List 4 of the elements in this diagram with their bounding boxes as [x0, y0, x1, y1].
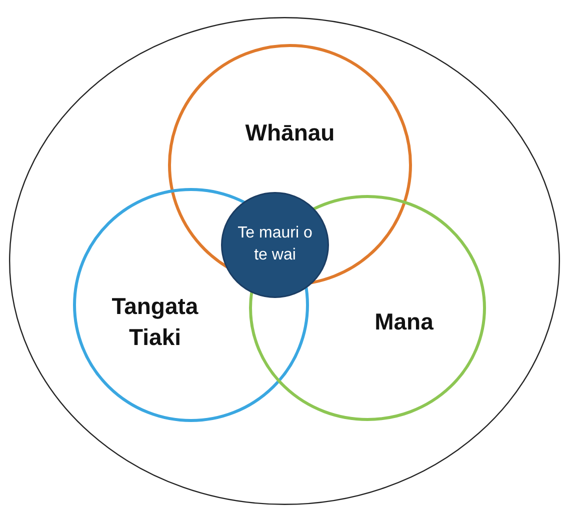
center-label: Te mauri o te wai: [237, 224, 313, 266]
circle-label: Tangata Tiaki: [110, 292, 200, 352]
circle-label: Mana: [374, 307, 434, 336]
circle-label: Whānau: [244, 118, 336, 148]
